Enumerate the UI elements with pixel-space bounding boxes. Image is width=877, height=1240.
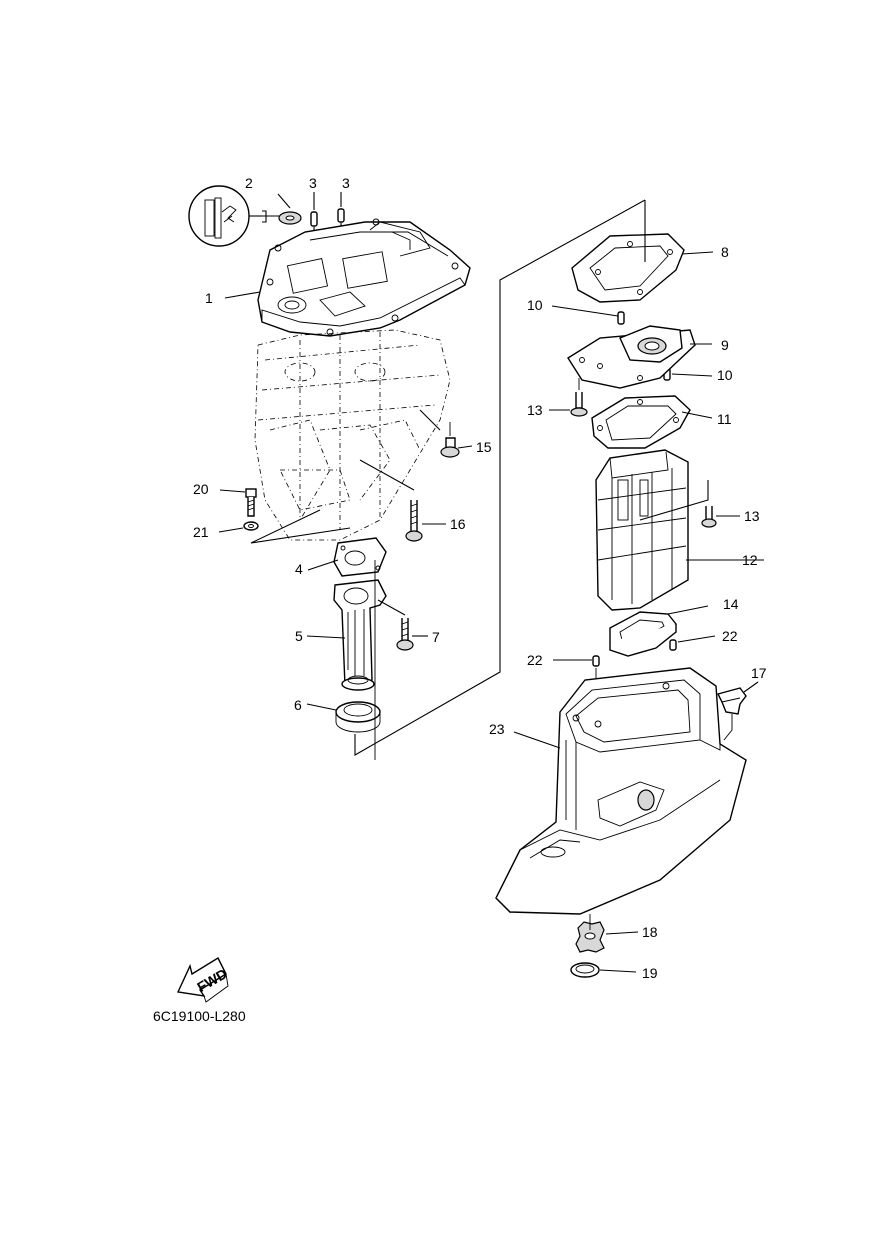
diagram-code: 6C19100-L280 [153,1008,246,1024]
callout-13: 13 [744,508,760,524]
callout-19: 19 [642,965,658,981]
engine-block-phantom [254,329,451,541]
part-9-plate [567,325,712,389]
callout-2: 2 [245,175,253,191]
part-19-ring [570,962,637,978]
part-6-seal [306,701,381,733]
fwd-arrow-icon: FWD [176,957,230,1003]
part-4-gasket [307,537,387,577]
part-5-exhaust-pipe [306,579,387,691]
part-13-bolt-lower [701,506,740,528]
callout-1: 1 [205,290,213,306]
callout-10: 10 [527,297,543,313]
callout-7: 7 [432,629,440,645]
part-23-casing [495,667,747,915]
part-12-upper-casing [595,449,764,611]
callout-10: 10 [717,367,733,383]
part-16-bolt [359,459,446,542]
callout-17: 17 [751,665,767,681]
callout-12: 12 [742,552,758,568]
part-13-bolt-upper [549,378,588,417]
part-11-gasket [591,395,713,449]
callout-21: 21 [193,524,209,540]
callout-23: 23 [489,721,505,737]
part-1-exhaust-guide [224,218,471,337]
callout-15: 15 [476,439,492,455]
callout-9: 9 [721,337,729,353]
part-15-bolt [419,409,473,458]
callout-18: 18 [642,924,658,940]
callout-5: 5 [295,628,303,644]
part-8-gasket [571,200,714,303]
part-20-bolt [219,488,257,517]
callout-11: 11 [717,411,732,427]
callout-3: 3 [309,175,317,191]
assembly-guide-lines [354,199,646,760]
part-21-washer [218,509,351,544]
callout-8: 8 [721,244,729,260]
callouts: 2 3 3 1 8 10 9 10 13 11 15 20 21 16 13 1… [193,175,767,981]
callout-3: 3 [342,175,350,191]
part-10-pins [551,305,713,381]
part-18-impeller [575,914,639,953]
callout-22: 22 [527,652,543,668]
part-7-bolt [377,599,428,651]
callout-14: 14 [723,596,739,612]
callout-22: 22 [722,628,738,644]
callout-13: 13 [527,402,543,418]
detail-inset [188,185,267,247]
part-14-mount [609,605,709,657]
callout-16: 16 [450,516,466,532]
part-2-washer [262,193,302,225]
callout-6: 6 [294,697,302,713]
part-17-grommet [716,681,759,741]
part-22-dowels [553,635,716,718]
callout-20: 20 [193,481,209,497]
callout-4: 4 [295,561,303,577]
